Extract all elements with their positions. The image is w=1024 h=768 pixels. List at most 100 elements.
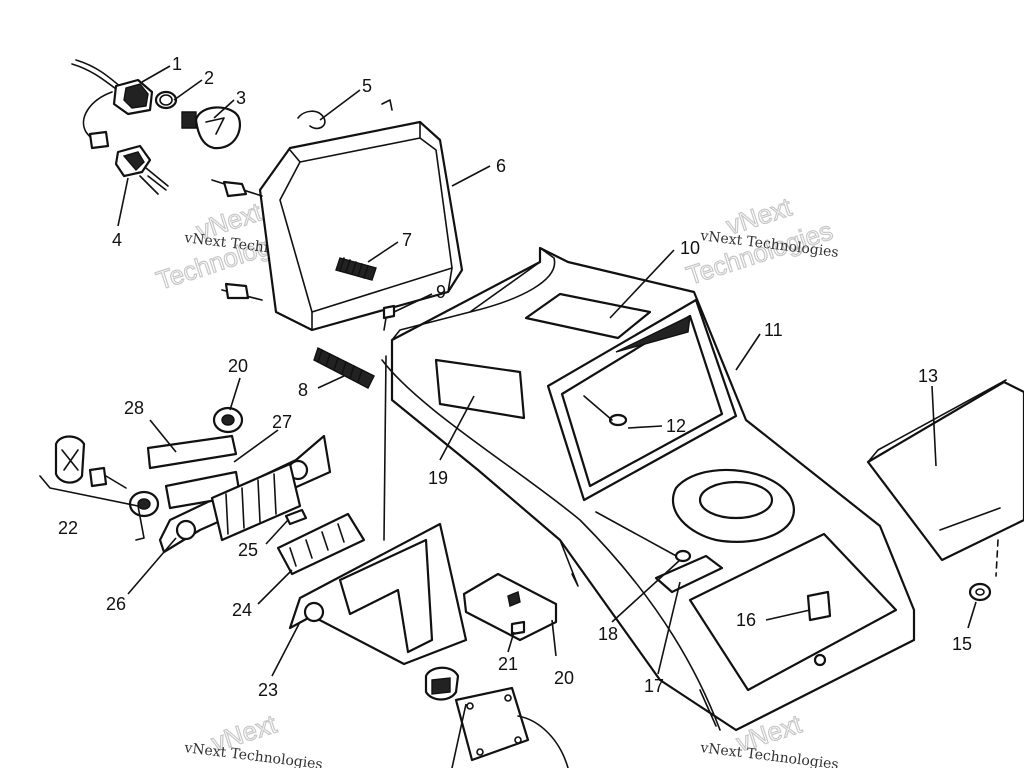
panel-mount-dashline: [995, 539, 999, 577]
callout-19: 19: [428, 468, 448, 488]
decal-17: [654, 554, 724, 594]
leader-2: [173, 79, 203, 101]
leader-4: [117, 177, 129, 227]
leader-3: [213, 99, 235, 119]
leader-18: [611, 559, 681, 623]
mount-tab-top: [222, 180, 248, 198]
watermark-right: vNext Technologies vNext Technologies: [682, 191, 840, 292]
leader-10: [609, 249, 675, 319]
callout-20-top: 20: [228, 356, 248, 376]
hood-top-edge: [391, 261, 541, 341]
socket-connector-inner: [123, 83, 149, 109]
bulb-25: [284, 508, 308, 526]
bracket-23-channel: [338, 538, 434, 654]
connector-plug-lower: [454, 686, 530, 762]
decal-28: [146, 434, 238, 470]
leader-23: [271, 621, 301, 677]
ignition-nut-26-hole: [137, 498, 151, 510]
adjust-spring-8-coils: [317, 349, 363, 383]
bracket-tab: [381, 99, 393, 111]
screw-12-head: [608, 413, 628, 427]
screw-18-shank: [595, 511, 681, 559]
hood-console: [381, 246, 916, 732]
switch-24-toggles: [289, 523, 345, 567]
callout-13: 13: [918, 366, 938, 386]
socket-ring: [154, 90, 178, 110]
screw-9-head: [382, 304, 396, 320]
switch-20-detail: [507, 591, 521, 607]
leader-13: [931, 385, 937, 467]
wire-clip: [88, 130, 110, 150]
callout-24: 24: [232, 600, 252, 620]
ignition-key-blade: [105, 475, 127, 489]
ground-wire: [383, 355, 387, 541]
decal-10: [524, 292, 652, 340]
latch-16: [806, 590, 832, 622]
plug-pin: [514, 736, 522, 744]
wire-top-2: [75, 59, 123, 89]
screw-9-shank: [383, 317, 387, 331]
decal-19: [434, 358, 526, 420]
callout-23: 23: [258, 680, 278, 700]
headlight-bulb: [194, 106, 241, 150]
ignition-switch-face: [61, 449, 79, 471]
leader-17: [657, 581, 681, 675]
washer-15-hole: [975, 588, 985, 596]
callout-5: 5: [362, 76, 372, 96]
callout-28: 28: [124, 398, 144, 418]
leader-19: [439, 395, 475, 461]
leader-15: [967, 601, 977, 629]
lower-wire: [517, 715, 569, 768]
storage-tray: [688, 532, 898, 692]
leader-5: [319, 89, 361, 121]
leader-6: [451, 165, 491, 187]
hood-bottom-tab: [699, 689, 717, 727]
callout-11: 11: [764, 320, 783, 340]
washer-15: [968, 582, 992, 602]
switch-24: [276, 512, 366, 576]
ignition-key: [88, 466, 108, 488]
bracket-22: [39, 475, 145, 541]
leader-26: [127, 537, 177, 595]
console-hole: [698, 480, 774, 520]
bulb-filament: [205, 117, 225, 135]
screw-18-head: [674, 549, 692, 563]
leader-16: [765, 609, 811, 621]
leader-21: [507, 631, 515, 653]
housing-edges: [289, 121, 453, 331]
leader-1: [141, 65, 171, 83]
connector-lower-inner: [431, 677, 451, 695]
callout-20-bottom: 20: [554, 668, 574, 688]
bulb-base: [181, 111, 197, 129]
opening-shadow: [615, 314, 691, 353]
callout-18: 18: [598, 624, 618, 644]
callout-25: 25: [238, 540, 258, 560]
switch-20: [462, 572, 558, 642]
drain-hole: [813, 653, 827, 667]
leader-bottom-connector: [451, 703, 467, 768]
mount-tab-bottom: [224, 282, 250, 300]
leader-7: [367, 241, 399, 263]
nut-20-hole: [221, 414, 235, 426]
plug-pin: [476, 748, 484, 756]
screw-12-shank: [583, 395, 613, 421]
headlight-wiring: [71, 59, 241, 195]
bracket-23-hole: [303, 601, 325, 623]
plug-pin: [466, 702, 474, 710]
leader-lines: [117, 65, 977, 768]
callout-1: 1: [172, 54, 182, 74]
switch-block: [210, 462, 302, 542]
callout-labels: 1 2 3 4 5 6 7 8 9 10 11 12 13 15 16 17 1…: [58, 54, 972, 700]
hood-side-edge: [381, 359, 721, 731]
socket-ring-inner: [159, 94, 173, 106]
leader-11: [735, 333, 761, 371]
headlight-housing: [258, 120, 464, 332]
callout-12: 12: [666, 416, 686, 436]
callout-9: 9: [436, 282, 446, 302]
callout-8: 8: [298, 380, 308, 400]
callout-4: 4: [112, 230, 122, 250]
callout-7: 7: [402, 230, 412, 250]
adjust-spring-7-coils: [339, 257, 369, 279]
leader-20a: [229, 377, 241, 411]
switch-panel-assembly: [39, 355, 569, 768]
